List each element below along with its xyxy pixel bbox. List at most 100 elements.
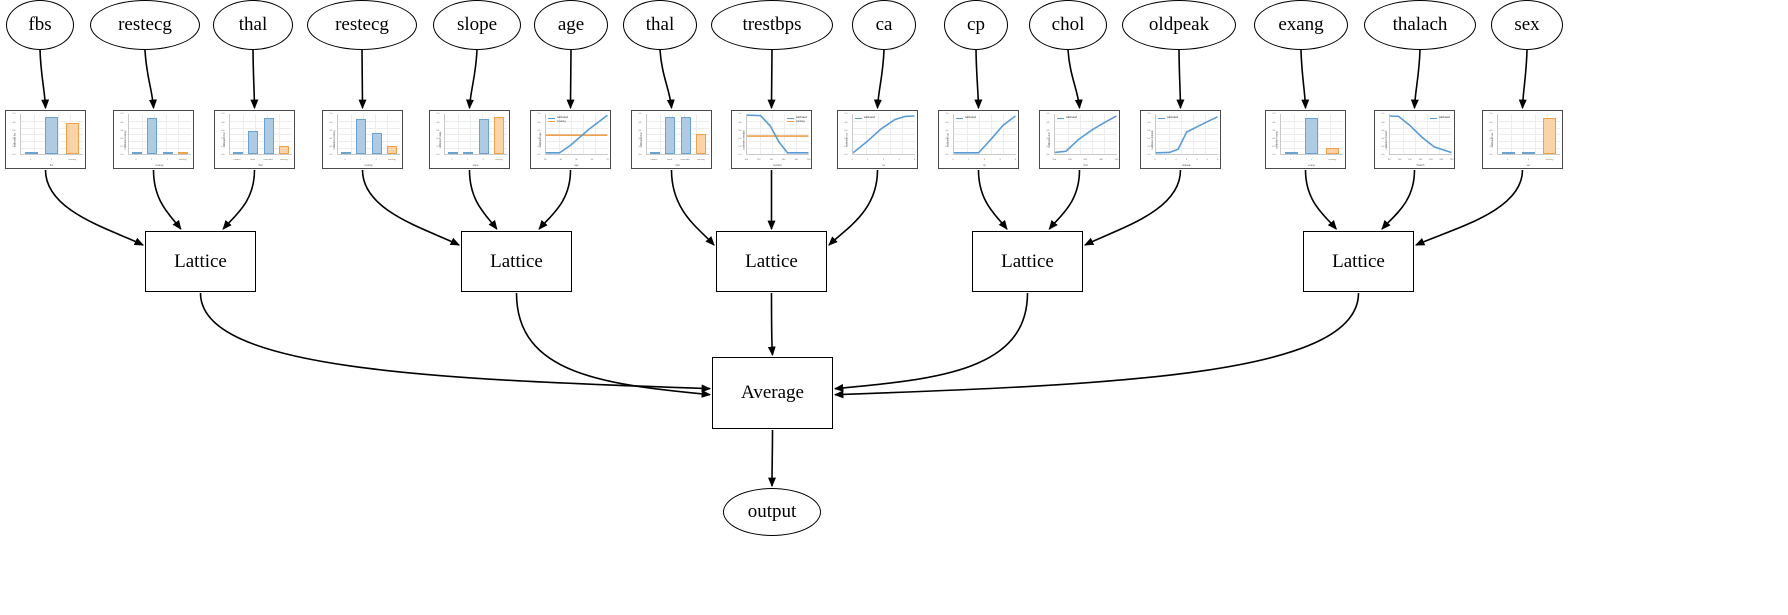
x-tick-label: fixed [667,159,672,162]
bar-calibrated-0 [24,152,38,155]
feature-node-label: cp [967,14,985,35]
y-tick-label: 0.2 [1147,146,1151,149]
gridline-horizontal [338,147,400,149]
y-tick-label: 0.6 [436,129,440,132]
y-tick-label: 0.0 [844,154,848,157]
feature-node-cp-9[interactable]: cp [944,0,1008,50]
edge-calibrator-to-lattice-14 [1414,169,1524,246]
y-tick-label: 0.8 [1147,121,1151,124]
bar-calibrated-1 [1305,117,1319,155]
y-tick-label: 0.8 [738,121,742,124]
feature-node-restecg-1[interactable]: restecg [90,0,200,50]
legend-label: calibrated [1166,116,1179,120]
edge-lattice-to-average-0 [199,292,712,393]
gridline-horizontal [445,121,507,123]
feature-node-slope-4[interactable]: slope [433,0,521,50]
feature-node-label: oldpeak [1148,14,1210,35]
gridline-horizontal [1498,147,1560,149]
feature-node-age-5[interactable]: age [534,0,608,50]
gridline-horizontal [1390,147,1452,149]
y-tick-label: 1.0 [1489,113,1493,116]
y-tick-label: 0.0 [1489,154,1493,157]
y-tick-label: 0.6 [329,129,333,132]
gridline-vertical [1522,114,1524,155]
edge-feature-to-calibrator-8 [873,49,885,110]
x-tick-label: 60 [590,159,594,162]
feature-node-thal-2[interactable]: thal [213,0,293,50]
edge-feature-to-calibrator-3 [358,49,367,110]
output-node[interactable]: output [723,488,821,536]
y-tick-label: 1.0 [537,113,541,116]
lattice-node-2[interactable]: Lattice [716,231,827,292]
legend-swatch-calibrated [1057,117,1065,119]
feature-node-sex-14[interactable]: sex [1491,0,1563,50]
x-tick-label: 1 [1310,159,1313,162]
gridline-horizontal [1498,121,1560,123]
plot-axes-area [545,114,608,156]
y-tick-label: 0.4 [12,138,16,141]
gridline-vertical [978,114,980,155]
x-tick-label: 3 [898,159,900,162]
gridline-vertical [1330,114,1332,155]
y-tick-label: 0.6 [12,129,16,132]
edge-feature-to-calibrator-10 [1067,49,1083,110]
feature-node-thalach-13[interactable]: thalach [1364,0,1476,50]
bar-calibrated-0 [1284,152,1298,155]
x-tick-label: 0 [952,159,954,162]
average-node[interactable]: Average [712,357,833,429]
y-tick-label: 0.6 [638,129,642,132]
plot-y-axis-label: calibrated trestbps [741,129,745,150]
bar-missing-2 [65,122,79,155]
lattice-node-1[interactable]: Lattice [461,231,572,292]
plot-legend: calibrated [1057,116,1077,120]
x-tick-label: normal [650,159,658,162]
lattice-node-3[interactable]: Lattice [972,231,1083,292]
feature-node-oldpeak-11[interactable]: oldpeak [1122,0,1236,50]
y-tick-label: 0.8 [120,121,124,124]
x-tick-label: 120 [1408,159,1412,162]
gridline-horizontal [338,121,400,123]
legend-swatch-missing [548,121,556,123]
x-tick-label: 180 [794,159,798,162]
y-tick-label: 0.4 [120,138,124,141]
feature-node-ca-8[interactable]: ca [852,0,916,50]
x-tick-label: 500 [1114,159,1119,162]
lattice-node-4[interactable]: Lattice [1303,231,1414,292]
gridline-vertical [33,114,35,155]
lattice-node-0[interactable]: Lattice [145,231,256,292]
x-tick-label: 1 [50,159,53,162]
y-tick-label: 0.2 [1381,146,1385,149]
y-tick-label: 0.4 [1147,138,1151,141]
x-tick-label: 1 [1527,159,1530,162]
legend-entry-calibrated: calibrated [787,116,807,120]
gridline-horizontal [1156,147,1218,149]
feature-node-chol-10[interactable]: chol [1029,0,1107,50]
gridline-horizontal [230,147,292,149]
feature-node-restecg-3[interactable]: restecg [307,0,417,50]
legend-swatch-calibrated [1158,117,1166,119]
feature-node-fbs-0[interactable]: fbs [6,0,74,50]
bar-calibrated-1 [463,152,474,155]
feature-node-trestbps-7[interactable]: trestbps [711,0,833,50]
y-tick-label: 1.0 [120,113,124,116]
feature-node-exang-12[interactable]: exang [1254,0,1348,50]
feature-node-thal-6[interactable]: thal [623,0,697,50]
plot-axes-area [1497,114,1560,156]
x-tick-label: 1 [151,159,153,162]
bar-missing-3 [178,152,188,155]
